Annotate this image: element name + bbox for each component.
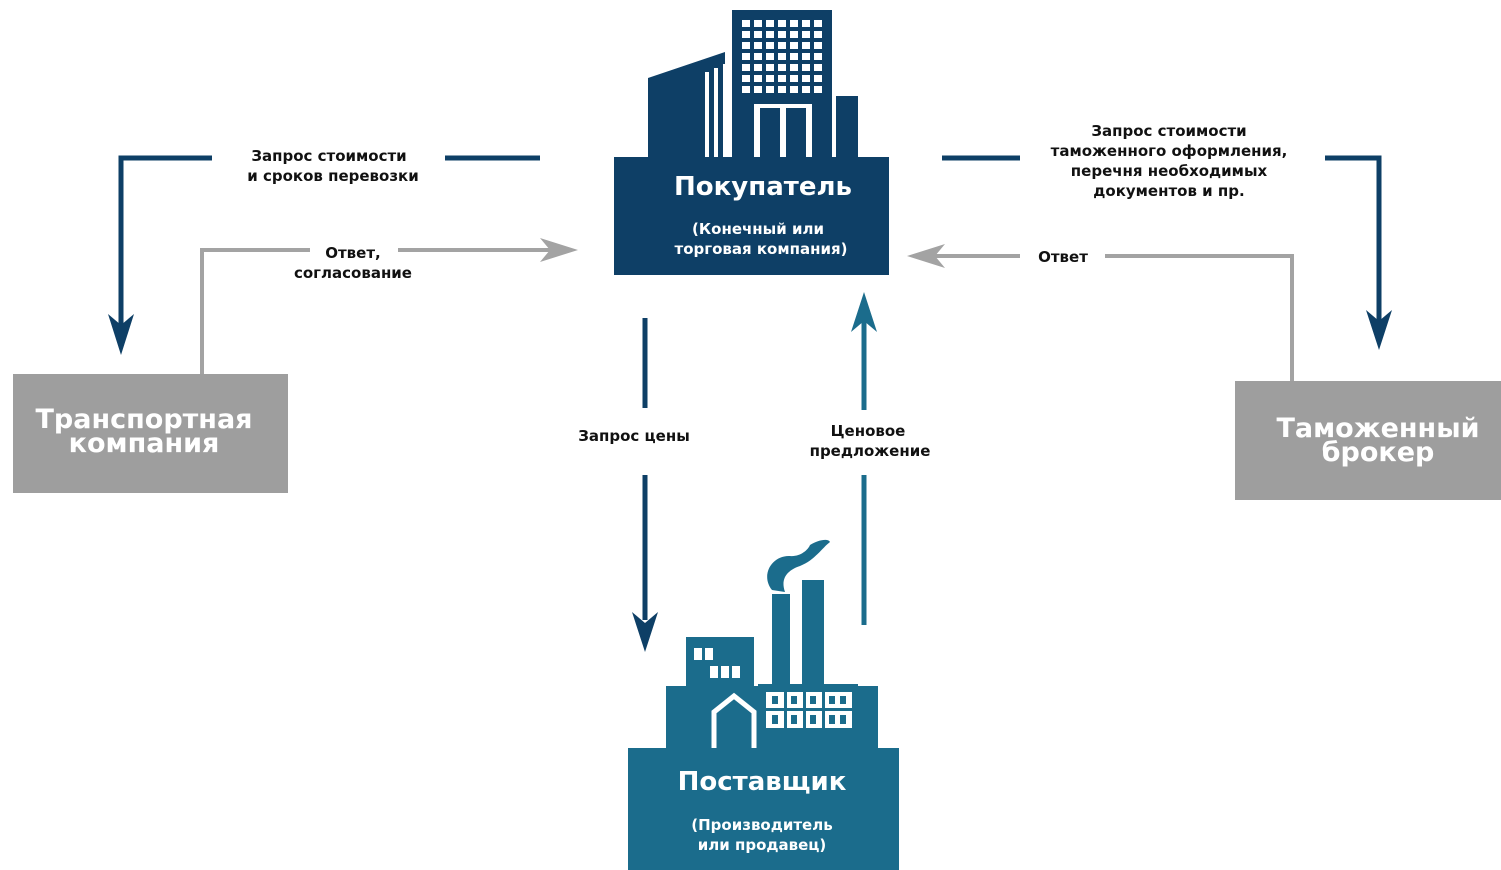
transport-reply-label-line1: Ответ, bbox=[325, 244, 381, 262]
broker-request-label-line2: таможенного оформления, bbox=[1051, 142, 1288, 160]
building-window bbox=[778, 86, 786, 93]
building-windows bbox=[742, 20, 822, 93]
building-window bbox=[766, 20, 774, 27]
transport-request-arrow bbox=[118, 155, 540, 340]
building-window bbox=[754, 64, 762, 71]
supplier-title: Поставщик bbox=[678, 767, 847, 797]
supplier-subtitle-line1: (Производитель bbox=[691, 816, 832, 834]
building-window bbox=[790, 53, 798, 60]
building-window bbox=[790, 64, 798, 71]
building-window bbox=[766, 86, 774, 93]
building-window bbox=[754, 86, 762, 93]
building-window bbox=[778, 20, 786, 27]
building-window bbox=[742, 20, 750, 27]
customs-broker-line1: Таможенный bbox=[1276, 413, 1479, 444]
transport-company-line1: Транспортная bbox=[35, 404, 252, 435]
building-window bbox=[802, 31, 810, 38]
building-door bbox=[754, 104, 812, 157]
building-window bbox=[802, 53, 810, 60]
supplier-subtitle-line2: или продавец) bbox=[698, 836, 827, 854]
customs-broker-line2: брокер bbox=[1322, 437, 1435, 468]
building-window bbox=[742, 42, 750, 49]
transport-request-label-line2: и сроков перевозки bbox=[247, 167, 419, 185]
building-window bbox=[790, 31, 798, 38]
supplier-box bbox=[628, 748, 899, 870]
price-offer-label-line2: предложение bbox=[810, 442, 931, 460]
customs-broker-box bbox=[1235, 381, 1501, 500]
building-window bbox=[814, 42, 822, 49]
building-window bbox=[766, 75, 774, 82]
price-offer-arrowhead bbox=[851, 292, 877, 332]
transport-company-box bbox=[13, 374, 288, 493]
buyer-subtitle-line1: (Конечный или bbox=[692, 220, 824, 238]
building-window bbox=[814, 20, 822, 27]
building-window bbox=[754, 20, 762, 27]
factory-window-grid bbox=[766, 692, 852, 728]
transport-company-line2: компания bbox=[69, 428, 220, 459]
building-window bbox=[814, 31, 822, 38]
building-window bbox=[754, 42, 762, 49]
building-window bbox=[790, 20, 798, 27]
broker-request-label-line3: перечня необходимых bbox=[1071, 162, 1268, 180]
building-window bbox=[742, 64, 750, 71]
building-window bbox=[814, 64, 822, 71]
building-window bbox=[814, 75, 822, 82]
buyer-box bbox=[614, 157, 889, 275]
building-window bbox=[778, 64, 786, 71]
building-window bbox=[766, 64, 774, 71]
building-window bbox=[814, 86, 822, 93]
factory-gable bbox=[711, 692, 757, 748]
building-window bbox=[802, 75, 810, 82]
smoke-icon bbox=[767, 539, 830, 592]
building-window bbox=[754, 75, 762, 82]
building-window bbox=[742, 53, 750, 60]
price-offer-label-line1: Ценовое bbox=[831, 422, 906, 440]
broker-request-arrowhead bbox=[1366, 310, 1392, 350]
building-window bbox=[802, 86, 810, 93]
broker-request-label-line1: Запрос стоимости bbox=[1091, 122, 1246, 140]
building-window bbox=[766, 31, 774, 38]
building-window bbox=[790, 86, 798, 93]
transport-request-arrowhead bbox=[108, 314, 134, 355]
broker-reply-label: Ответ bbox=[1038, 248, 1088, 266]
building-window bbox=[778, 31, 786, 38]
price-request-arrowhead bbox=[632, 612, 658, 652]
broker-request-label-line4: документов и пр. bbox=[1093, 182, 1244, 200]
building-window bbox=[790, 75, 798, 82]
transport-reply-arrow bbox=[200, 248, 565, 374]
building-window bbox=[778, 53, 786, 60]
broker-request-arrow bbox=[942, 155, 1382, 330]
building-window bbox=[802, 20, 810, 27]
building-window bbox=[766, 53, 774, 60]
building-window bbox=[754, 31, 762, 38]
price-request-label: Запрос цены bbox=[578, 427, 690, 445]
building-window bbox=[802, 42, 810, 49]
buyer-subtitle-line2: торговая компания) bbox=[675, 240, 848, 258]
transport-reply-arrowhead bbox=[540, 238, 578, 262]
broker-reply-arrow bbox=[930, 254, 1294, 381]
building-window bbox=[778, 42, 786, 49]
buyer-title: Покупатель bbox=[674, 172, 852, 202]
broker-reply-arrowhead bbox=[907, 244, 945, 268]
building-window bbox=[802, 64, 810, 71]
building-window bbox=[814, 53, 822, 60]
transport-reply-label-line2: согласование bbox=[294, 264, 412, 282]
building-window bbox=[742, 75, 750, 82]
building-window bbox=[766, 42, 774, 49]
building-window bbox=[754, 53, 762, 60]
building-window bbox=[790, 42, 798, 49]
building-window bbox=[742, 86, 750, 93]
transport-request-label-line1: Запрос стоимости bbox=[251, 147, 406, 165]
building-window bbox=[778, 75, 786, 82]
building-window bbox=[742, 31, 750, 38]
